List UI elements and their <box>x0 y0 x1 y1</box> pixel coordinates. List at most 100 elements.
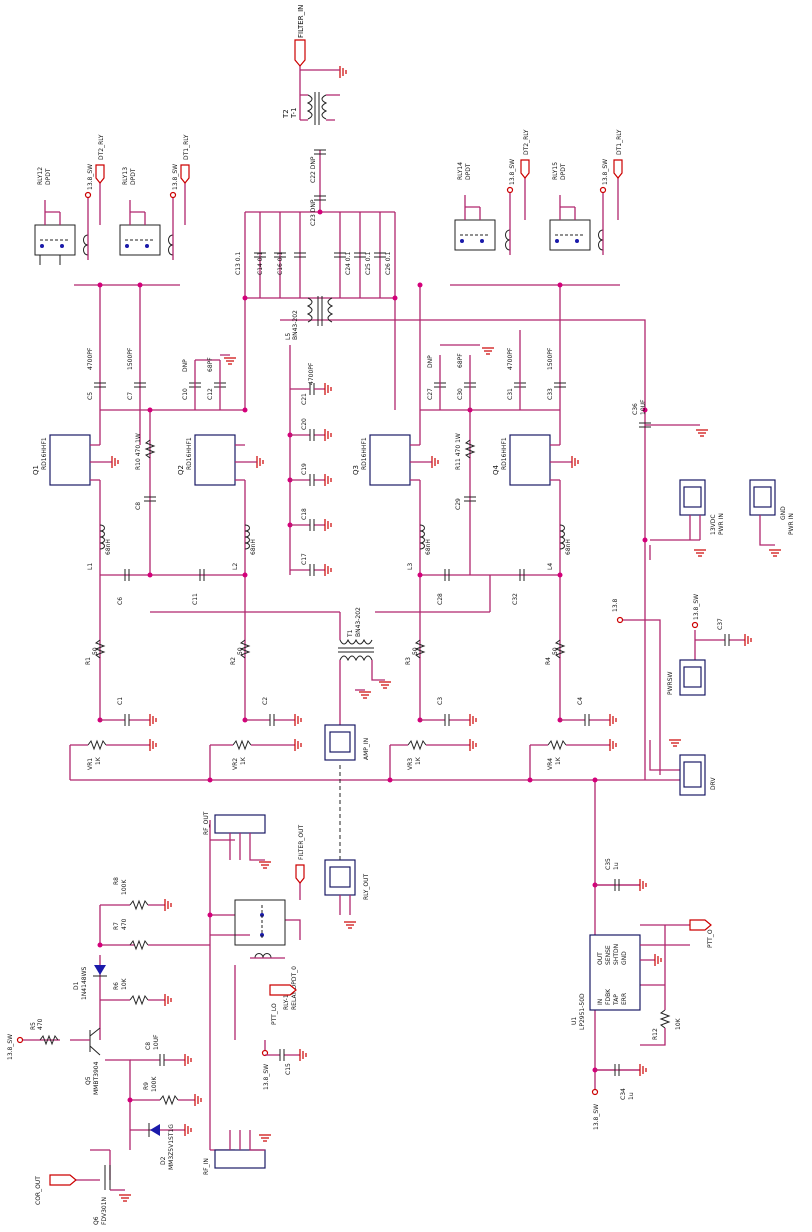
d1-value: 1N4148WS <box>81 966 88 1000</box>
sw13-8-terminal-2 <box>169 191 177 199</box>
rf-out-connector <box>214 814 272 869</box>
caps-c8-c9-c29 <box>144 496 476 502</box>
c19-label: C19 <box>301 463 308 475</box>
c10-label: C10 <box>182 388 189 400</box>
c34-value: 1u <box>628 1092 635 1100</box>
vr2-label: VR2 <box>232 758 239 770</box>
u1-shtdn: SHTDN <box>613 944 620 965</box>
c26-label: C26 0.1 <box>385 252 392 275</box>
c18-label: C18 <box>301 508 308 520</box>
dt1-label-2: DT1_RLY <box>616 129 623 155</box>
c25-label: C25 0.1 <box>365 252 372 275</box>
c7-value: 1500PF <box>127 347 134 370</box>
junctions <box>97 209 648 1103</box>
t2-value: T-1 <box>290 107 298 119</box>
rly13-label: RLY13 <box>122 167 129 185</box>
coupling-caps <box>124 569 525 581</box>
sw-label-2: 13.8_SW <box>172 164 179 190</box>
rly-out-label: RLY_OUT <box>363 874 370 900</box>
q4-label: Q4 <box>492 464 500 475</box>
l2-label: L2 <box>232 563 239 570</box>
sw13-8-c15-label: 13.8_SW <box>263 1064 270 1090</box>
c21-value: 4700PF <box>308 362 315 385</box>
q3-value: RD16HHF1 <box>361 437 368 470</box>
c31-value: 4700PF <box>507 347 514 370</box>
dt1-rly-connector-right <box>613 159 623 179</box>
rly12-label: RLY12 <box>37 167 44 185</box>
bottom-left-resistors <box>39 898 210 1046</box>
capacitor-c22 <box>314 149 326 155</box>
r12-value: 10K <box>675 1017 682 1030</box>
rf-in-label: RF_IN <box>203 1158 210 1175</box>
vr4-value: 1K <box>555 756 562 765</box>
cor-out-connector <box>49 1174 77 1186</box>
amp-in-label: AMP_IN <box>363 738 370 760</box>
resistor-r10 <box>144 439 156 459</box>
c36-label: C36 <box>632 403 639 415</box>
u1-tap: TAP <box>613 994 620 1006</box>
r5-value: 470 <box>37 1018 44 1030</box>
c17-label: C17 <box>301 553 308 565</box>
c32-label: C32 <box>512 593 519 605</box>
mosfet-q1 <box>49 434 119 486</box>
rly14-value: DPDT <box>465 163 472 180</box>
c35-label: C35 <box>605 858 612 870</box>
r5-label: R5 <box>30 1022 37 1030</box>
l3-label: L3 <box>407 563 414 570</box>
transformer-t1 <box>338 638 392 699</box>
gnd-pwr-connector <box>749 479 782 557</box>
output-caps <box>94 330 709 437</box>
ptt-lo-connector <box>269 984 297 996</box>
vr3-label: VR3 <box>407 758 414 770</box>
ptt-o-label: PTT_O <box>707 929 714 948</box>
pwrin-label: PWR IN <box>718 513 725 535</box>
r3-value: 50 <box>412 647 419 655</box>
l3-value: 68nH <box>425 539 432 555</box>
mosfet-q3 <box>369 434 439 486</box>
c30-value: 68PF <box>457 353 464 368</box>
t1-label: T1 <box>347 629 354 638</box>
r11-label: R11 470 1W <box>455 433 462 470</box>
trimmers <box>70 738 617 752</box>
sw13-8-pwr-terminal <box>691 621 699 629</box>
c37-label: C37 <box>717 618 724 630</box>
c36-value: 10UF <box>640 399 647 415</box>
sw13-8-u1-terminal <box>591 1088 599 1096</box>
c21-label: C21 <box>301 393 308 405</box>
transistor-q5 <box>70 1027 101 1056</box>
filter-in-connector <box>294 39 306 67</box>
r4-label: R4 <box>545 657 552 665</box>
relay-rly12 <box>34 180 101 265</box>
diode-d2 <box>148 1123 192 1137</box>
transformer-t2 <box>300 65 347 125</box>
c15-label: C15 <box>285 1063 292 1075</box>
q1-label: Q1 <box>32 465 40 475</box>
rly13-value: DPDT <box>130 168 137 185</box>
drv-label: DRV <box>710 777 717 790</box>
inductor-l2 <box>244 524 250 550</box>
resistor-r11 <box>464 439 476 459</box>
c7-label: C7 <box>127 392 134 400</box>
vr3-value: 1K <box>415 756 422 765</box>
rf-in-connector <box>214 1130 272 1169</box>
q6-value: FDV301N <box>101 1197 108 1225</box>
relay-rly14 <box>454 175 526 255</box>
bias-caps <box>100 713 617 727</box>
u1-fdbk: FDBK <box>605 988 612 1005</box>
c8b-value: 10UF <box>153 1034 160 1050</box>
c33-label: C33 <box>547 388 554 400</box>
mosfet-q4 <box>509 434 579 486</box>
rly15-label: RLY15 <box>552 162 559 180</box>
c8b-label: C8 <box>145 1042 152 1050</box>
c8-label: C8 <box>135 502 142 510</box>
c31-label: C31 <box>507 388 514 400</box>
capacitor-c34 <box>595 1063 647 1077</box>
inductor-l1 <box>99 524 105 550</box>
r1-label: R1 <box>85 657 92 665</box>
rf-out-label: RF_OUT <box>203 811 210 835</box>
u1-label: U1 <box>571 1017 578 1025</box>
relay-rly15 <box>549 175 619 255</box>
c2-label: C2 <box>262 697 269 705</box>
sw-label-4: 13.8_SW <box>602 159 609 185</box>
